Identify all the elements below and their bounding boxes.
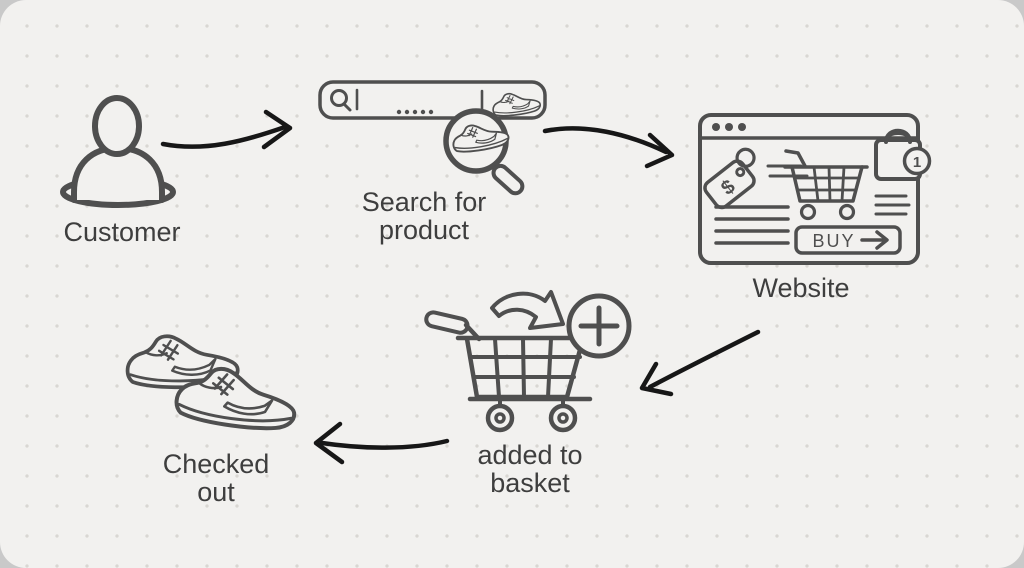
customer-label: Customer [63,217,180,247]
browser-dots-icon [712,123,746,131]
search-icon [330,89,352,112]
search-label-line2: product [379,215,470,245]
basket-label-line2: basket [490,468,570,498]
cart-icon [783,149,869,221]
buy-button-label: BUY [812,231,855,251]
price-tag-icon: $ [703,147,756,210]
checkout-label-line2: out [197,477,235,507]
search-node: Search for product [318,80,547,245]
cart-icon [424,310,593,433]
search-bar [318,80,547,120]
website-label: Website [752,273,849,303]
basket-node: added to basket [424,290,632,498]
buy-button: BUY [794,225,902,255]
bag-badge [902,146,932,176]
arrow-website-to-basket [639,329,761,397]
magnifier-icon [443,108,525,196]
typed-dots [396,109,434,115]
text-lines [874,194,911,216]
customer-node: Customer [60,95,181,247]
search-label-line1: Search for [362,187,487,217]
arrow-right-icon [860,230,889,250]
bag-badge-count: 1 [913,154,921,171]
user-icon [60,95,176,208]
arrow-customer-to-search [160,109,293,150]
text-lines [714,205,790,245]
checkout-label-line1: Checked [163,449,270,479]
swoosh-arrow-icon [490,290,565,330]
website-node: $ 1 BUY Website [698,113,932,303]
checkout-node: Checked out [123,330,300,507]
arrow-search-to-website [542,126,675,169]
shopping-bag-icon: 1 [874,128,932,181]
basket-label-line1: added to [477,440,582,470]
arrow-basket-to-checkout [313,421,450,465]
plus-icon [566,293,632,359]
